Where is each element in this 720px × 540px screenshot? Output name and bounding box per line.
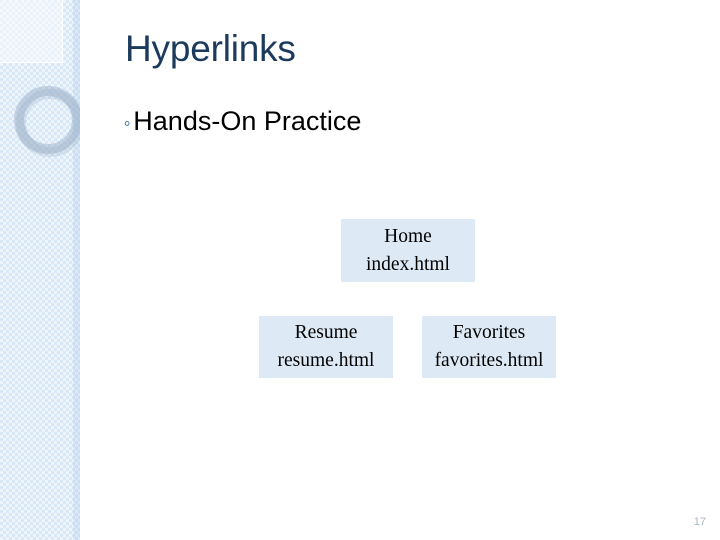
node-filename: favorites.html <box>434 350 544 371</box>
diagram-node-favorites: Favorites favorites.html <box>422 316 556 378</box>
node-title: Resume <box>294 322 358 344</box>
sidebar-edge-strip <box>73 0 80 540</box>
slide-title: Hyperlinks <box>125 28 296 69</box>
node-filename: index.html <box>366 253 450 275</box>
decorative-ring-icon <box>14 86 80 154</box>
diagram-node-resume: Resume resume.html <box>259 316 393 378</box>
decorative-arc-thin-icon <box>0 148 80 272</box>
diagram-node-home: Home index.html <box>341 219 475 282</box>
decorative-corner-panel <box>0 0 63 63</box>
wingdings-bullet-icon: ༚ <box>124 113 131 133</box>
slide-decorative-sidebar <box>0 0 80 540</box>
decorative-arc-lower-icon <box>0 272 80 396</box>
bullet-item-label: Hands-On Practice <box>133 106 362 136</box>
node-filename: resume.html <box>277 350 375 371</box>
node-title: Home <box>384 225 432 247</box>
node-title: Favorites <box>452 322 526 344</box>
slide-page-number: 17 <box>693 516 706 528</box>
bullet-list-item: ༚ Hands-On Practice <box>124 105 361 153</box>
